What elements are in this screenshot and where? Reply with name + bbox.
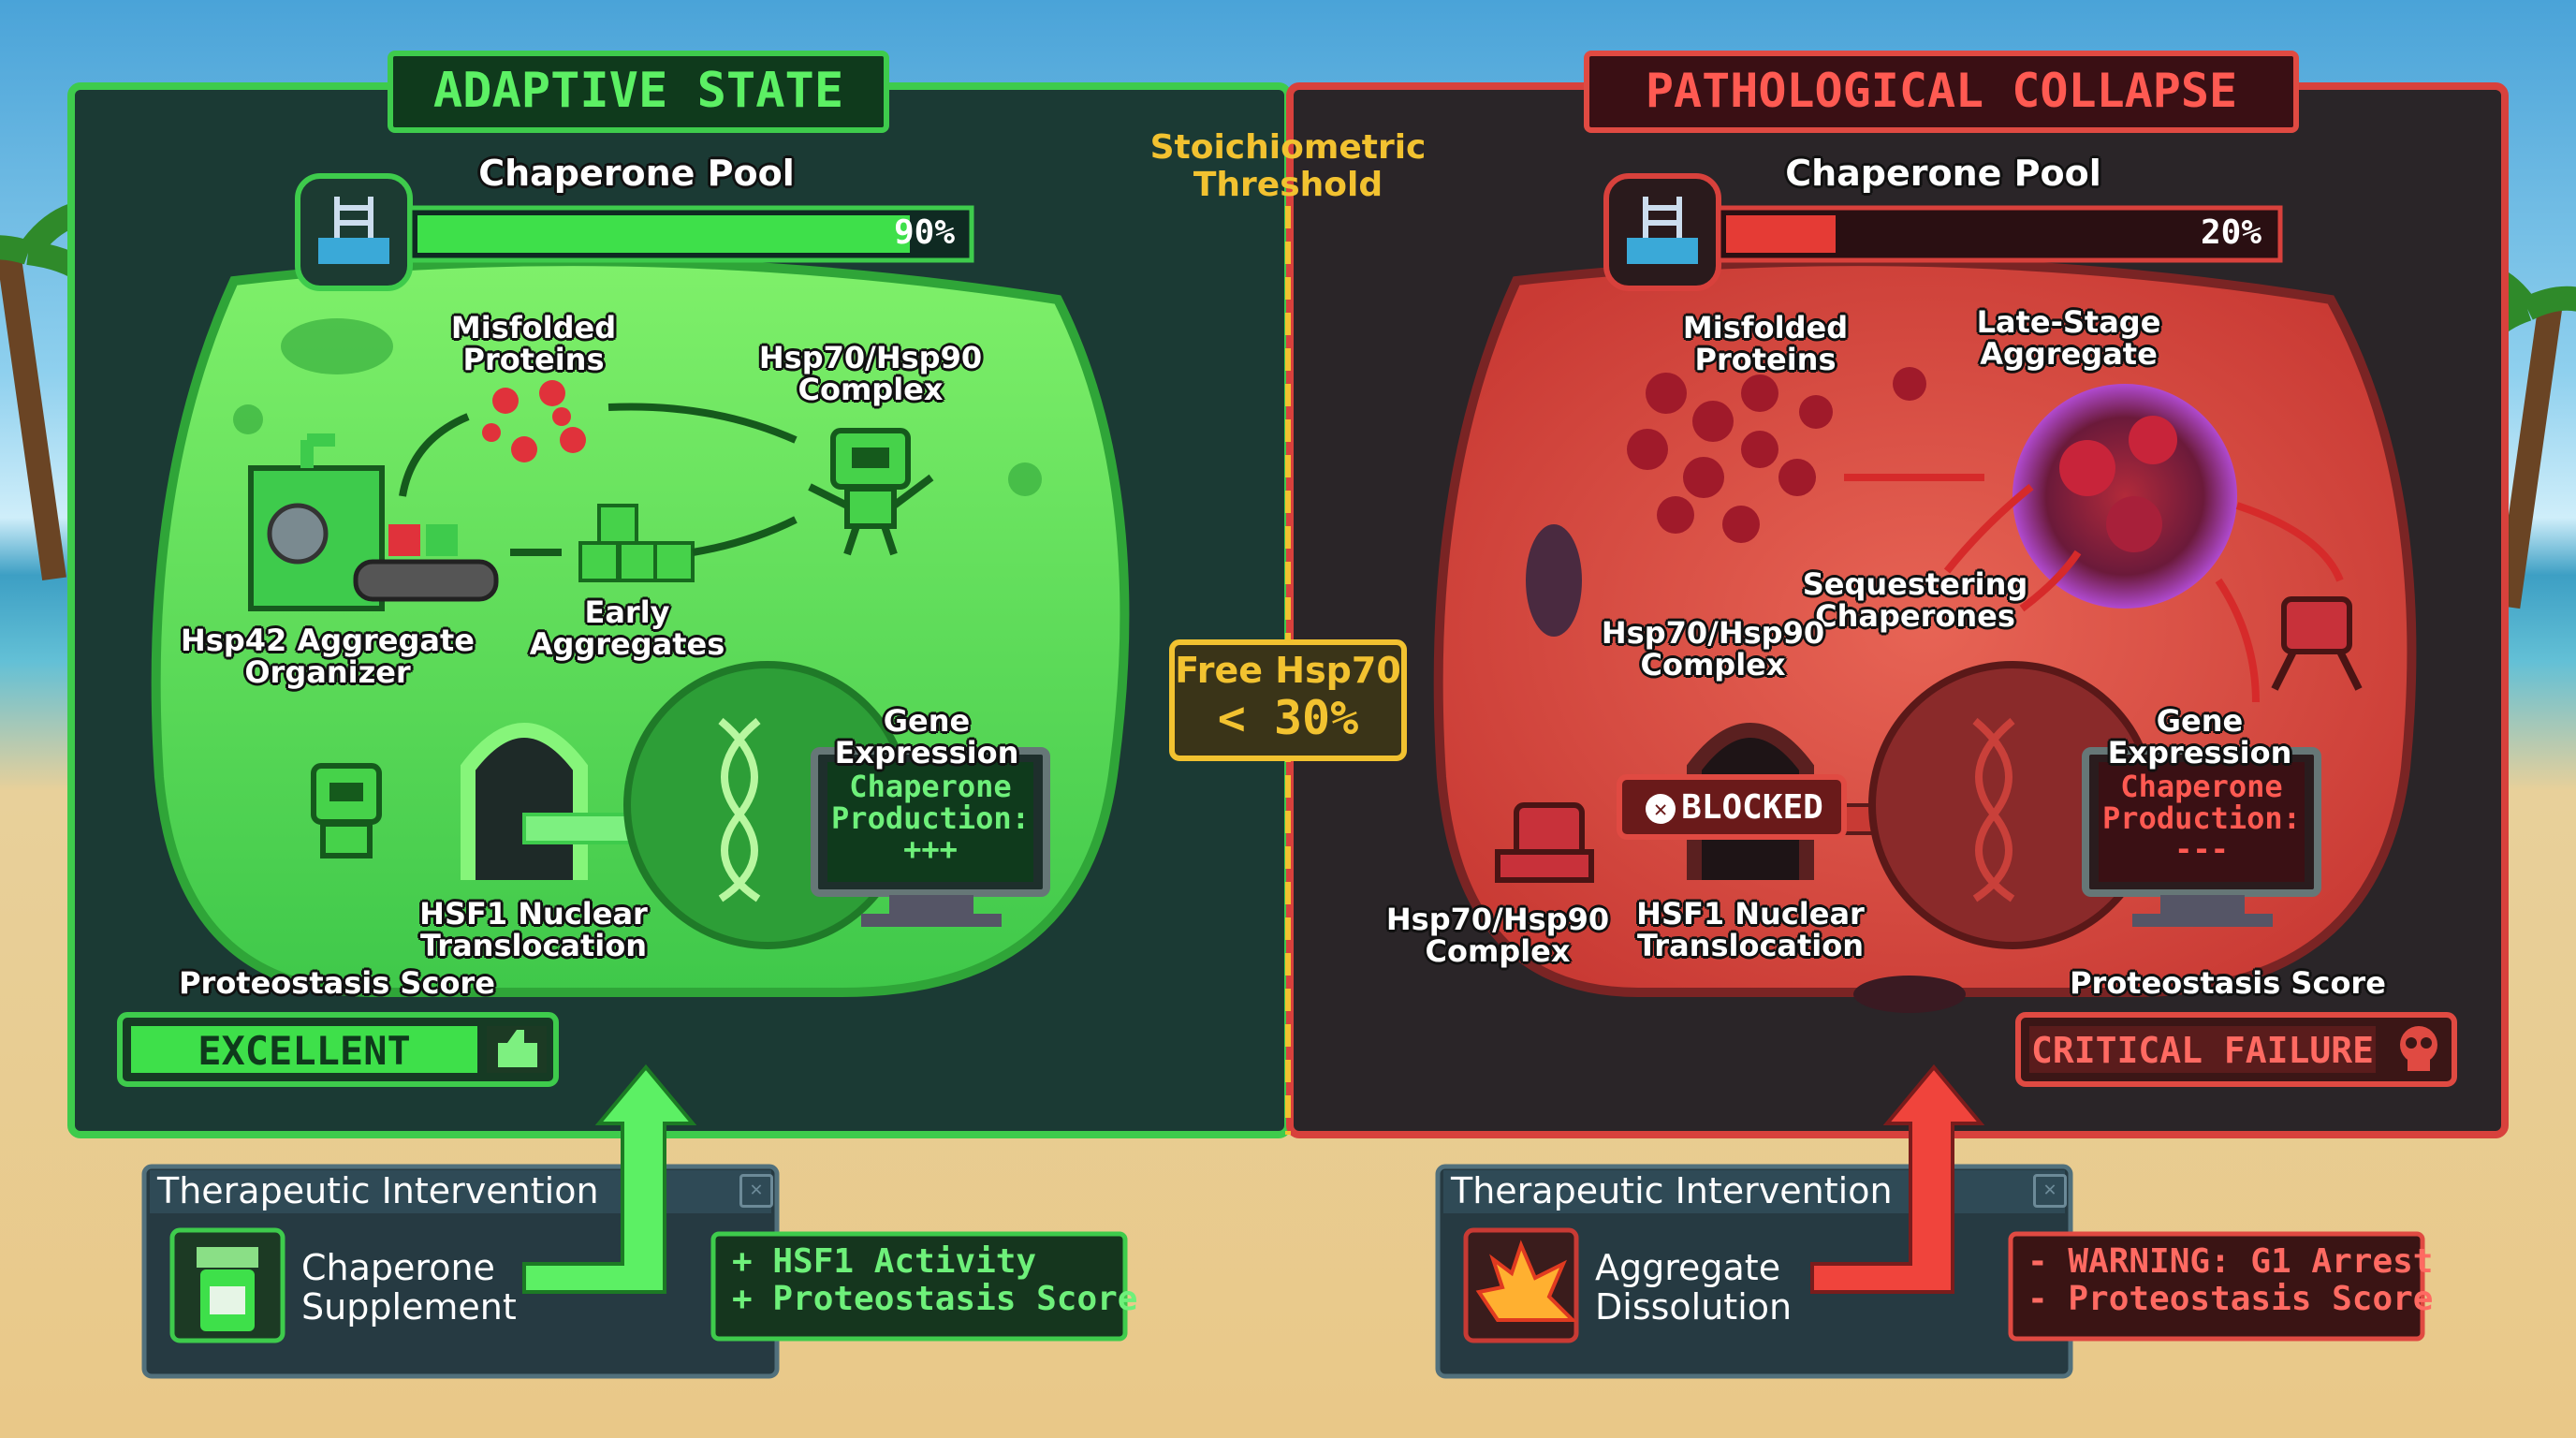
organizer-label: Hsp42 Aggregate Organizer xyxy=(181,623,475,690)
left-monitor-text: Chaperone Production: +++ xyxy=(831,769,1030,868)
right-score-label: Proteostasis Score xyxy=(2070,965,2386,1001)
left-pool-fill xyxy=(417,215,910,253)
x-circle-icon: ✕ xyxy=(1646,794,1676,824)
adaptive-state-title: ADAPTIVE STATE xyxy=(388,51,889,133)
pill-bottle-icon xyxy=(169,1227,285,1343)
hsp42-organizer-machine-icon xyxy=(248,433,499,611)
right-flow-arrows xyxy=(1844,474,2344,703)
right-pool-value: 20% xyxy=(2200,213,2261,252)
free-hsp70-box xyxy=(1169,639,1407,761)
left-pool-label: Chaperone Pool xyxy=(478,153,795,194)
broken-robot-icon xyxy=(1495,802,1594,883)
left-gene-expression-label: Gene Expression xyxy=(834,703,1019,770)
right-intervention-title: Therapeutic Intervention xyxy=(1451,1170,1893,1211)
sequestering-label: Sequestering Chaperones xyxy=(1802,566,2028,634)
right-monitor-text: Chaperone Production: --- xyxy=(2102,769,2301,868)
left-monitor-icon xyxy=(811,747,1050,927)
right-score-value: CRITICAL FAILURE xyxy=(2030,1030,2375,1071)
left-pool-value: 90% xyxy=(893,213,955,252)
left-hsf1-label: HSF1 Nuclear Translocation xyxy=(419,896,648,963)
misfolded-proteins-icon xyxy=(482,380,586,462)
left-hsp70-complex-robot-icon xyxy=(808,428,934,556)
right-pool-gauge xyxy=(1603,173,2283,291)
free-hsp70-label: Free Hsp70 xyxy=(1175,650,1401,691)
left-intervention-arrow xyxy=(522,1064,697,1294)
left-dna-helix-icon xyxy=(718,717,761,902)
left-intervention-name: Chaperone Supplement xyxy=(301,1247,517,1328)
right-dna-helix-icon xyxy=(1972,717,2015,902)
free-hsp70-value: < 30% xyxy=(1217,691,1359,745)
left-effect-text: + HSF1 Activity + Proteostasis Score xyxy=(732,1242,1138,1319)
right-misfolded-label: Misfolded Proteins xyxy=(1682,310,1849,377)
blocked-badge-frame xyxy=(1617,774,1847,840)
left-complex-label: Hsp70/Hsp90 Complex xyxy=(758,340,983,407)
skull-icon xyxy=(2400,1026,2437,1071)
sad-robot-icon xyxy=(2271,596,2363,691)
late-stage-aggregate-label: Late-Stage Aggregate xyxy=(1976,304,2161,372)
left-score-label: Proteostasis Score xyxy=(179,965,495,1001)
left-flow-arrows xyxy=(399,403,798,556)
left-pool-gauge xyxy=(295,173,974,291)
left-close-icon[interactable]: ✕ xyxy=(739,1174,773,1208)
right-close-icon[interactable]: ✕ xyxy=(2033,1174,2067,1208)
late-stage-aggregate-icon xyxy=(2012,384,2237,609)
stoichiometric-threshold-label: Stoichiometric Threshold xyxy=(1149,128,1427,204)
left-intervention-title: Therapeutic Intervention xyxy=(157,1170,599,1211)
right-hsf1-label: HSF1 Nuclear Translocation xyxy=(1636,896,1865,963)
right-effect-text: - WARNING: G1 Arrest - Proteostasis Scor… xyxy=(2027,1242,2434,1319)
right-complex-bottom-label: Hsp70/Hsp90 Complex xyxy=(1385,902,1610,969)
right-monitor-icon xyxy=(2082,747,2321,927)
explosion-icon xyxy=(1463,1227,1579,1343)
right-gene-expression-label: Gene Expression xyxy=(2107,703,2292,770)
right-intervention-arrow xyxy=(1810,1064,1985,1294)
right-score-bar xyxy=(2015,1012,2457,1087)
right-complex-top-label: Hsp70/Hsp90 Complex xyxy=(1601,615,1825,682)
blocked-text: BLOCKED xyxy=(1681,788,1823,827)
blocked-label: ✕BLOCKED xyxy=(1629,788,1840,827)
thumbs-up-icon xyxy=(487,1026,547,1073)
right-pool-label: Chaperone Pool xyxy=(1785,153,2101,194)
right-effect-box xyxy=(2008,1231,2425,1342)
right-misfolded-proteins-icon xyxy=(1627,367,1926,543)
left-misfolded-label: Misfolded Proteins xyxy=(450,310,617,377)
early-aggregates-icon xyxy=(578,504,695,582)
right-pool-fill xyxy=(1726,215,1836,253)
right-intervention-name: Aggregate Dissolution xyxy=(1595,1247,1793,1328)
left-score-bar xyxy=(117,1012,559,1087)
left-score-value: EXCELLENT xyxy=(198,1028,411,1074)
early-aggregates-label: Early Aggregates xyxy=(529,594,725,662)
left-small-robot-icon xyxy=(311,763,382,858)
left-effect-box xyxy=(710,1231,1128,1342)
pathological-collapse-title: PATHOLOGICAL COLLAPSE xyxy=(1584,51,2299,133)
